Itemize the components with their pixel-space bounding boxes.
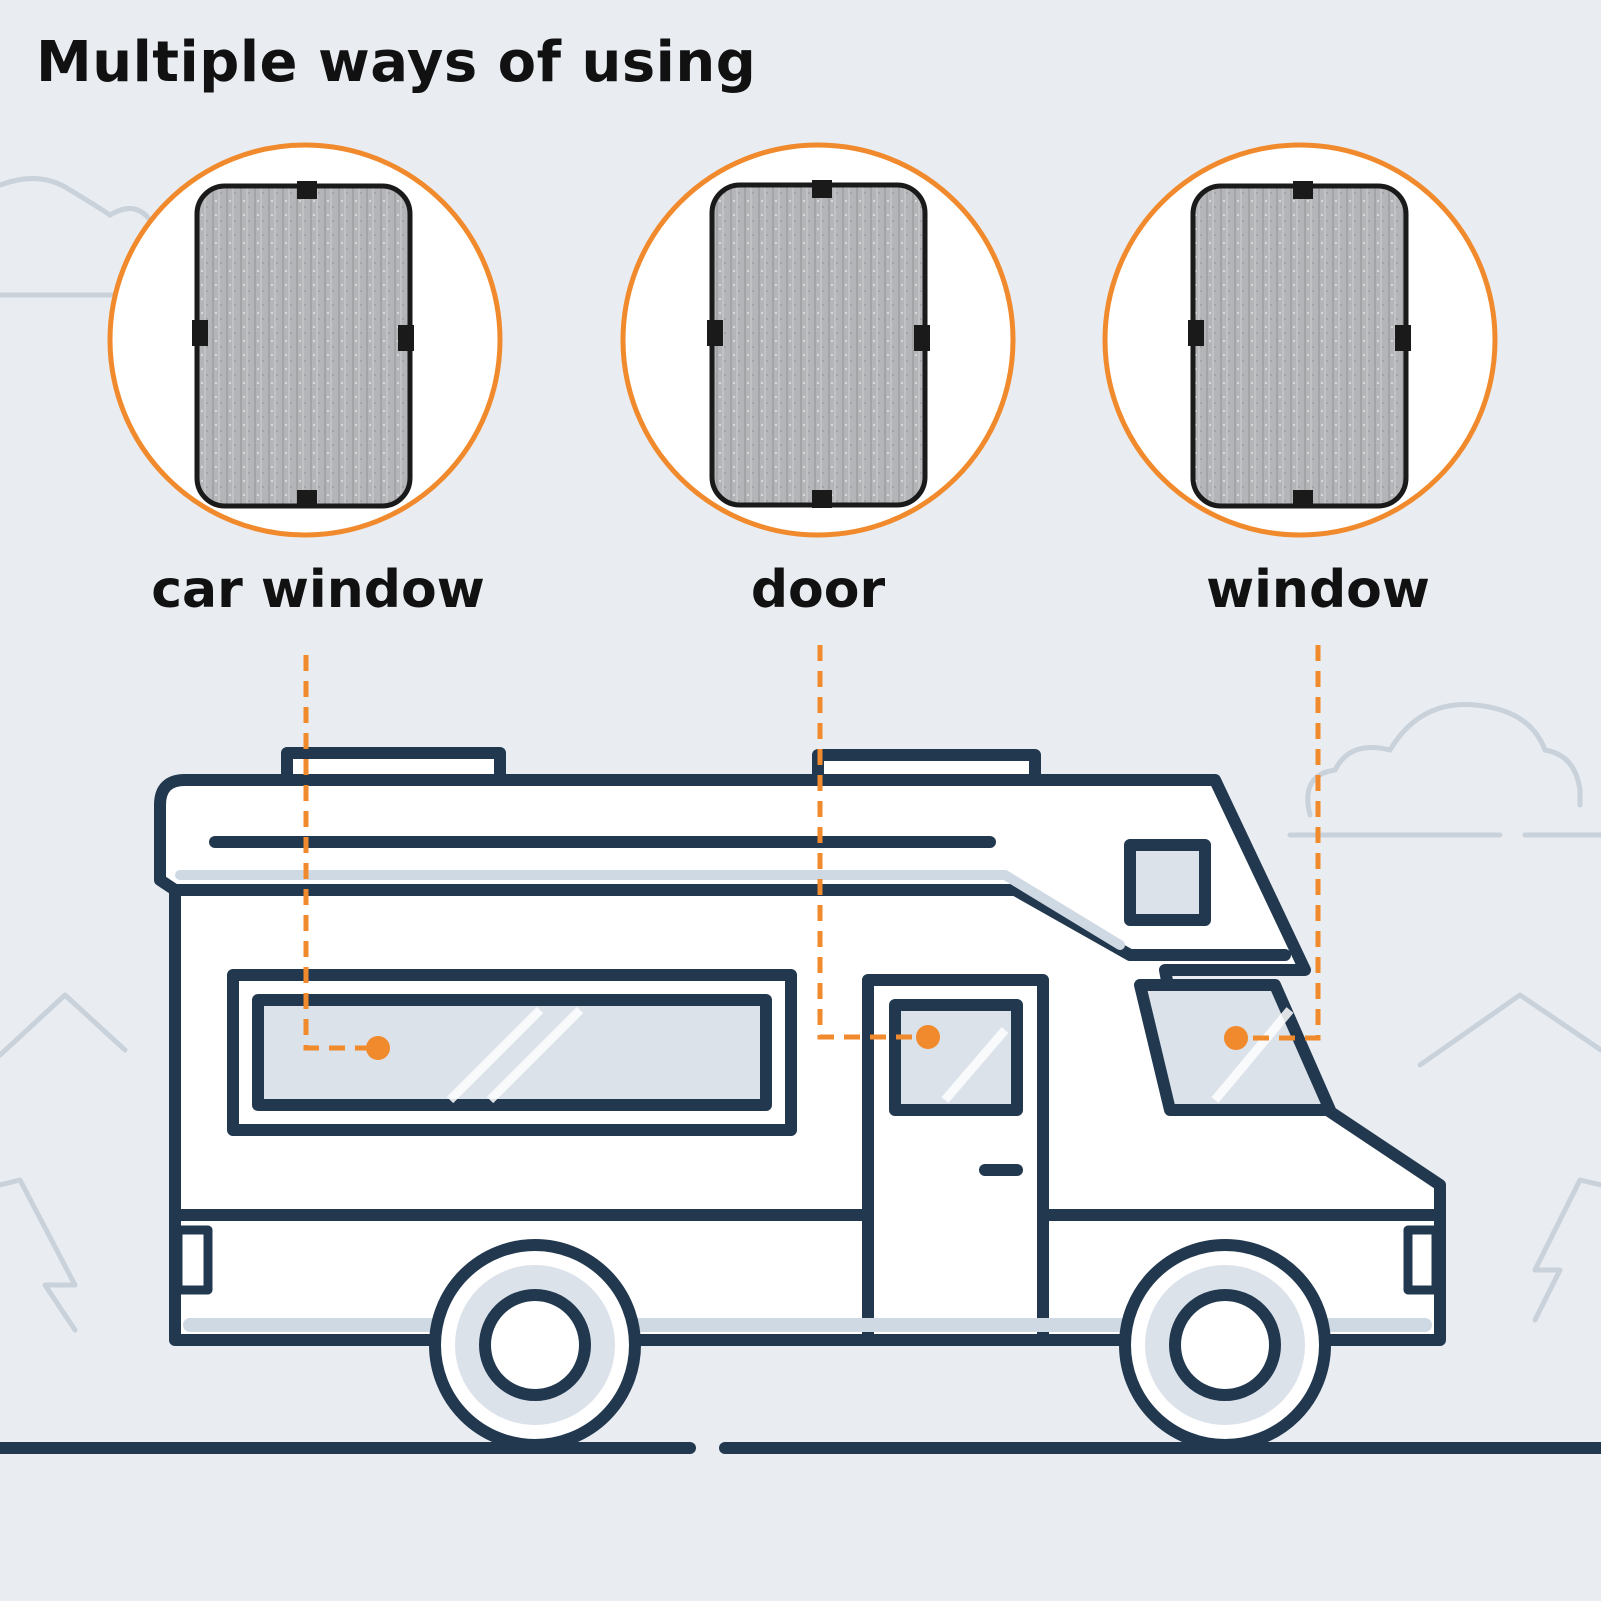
sunshade-window [1102,142,1498,538]
page-title: Multiple ways of using [36,30,757,95]
sunshade-car-window [107,142,503,538]
sunshade-door [620,142,1016,538]
sunshade-icon [1190,183,1409,509]
label-car-window: car window [151,560,485,620]
sunshade-icon [709,182,928,508]
leader-line-door [817,645,925,1040]
tree-icon [0,992,128,1333]
cloud-icon [1287,702,1601,838]
pointer-dot-icon [1224,1026,1248,1050]
wheel-icon [1119,1239,1331,1451]
rv-camper-icon [154,747,1446,1346]
leader-line-car-window [303,655,378,1051]
pointer-dot-icon [366,1036,390,1060]
leader-line-window [1238,645,1321,1041]
label-window: window [1206,560,1430,620]
label-door: door [750,560,886,620]
sunshade-icon [194,183,413,509]
wheel-icon [429,1239,641,1451]
tree-icon [1417,992,1601,1323]
pointer-dot-icon [916,1025,940,1049]
